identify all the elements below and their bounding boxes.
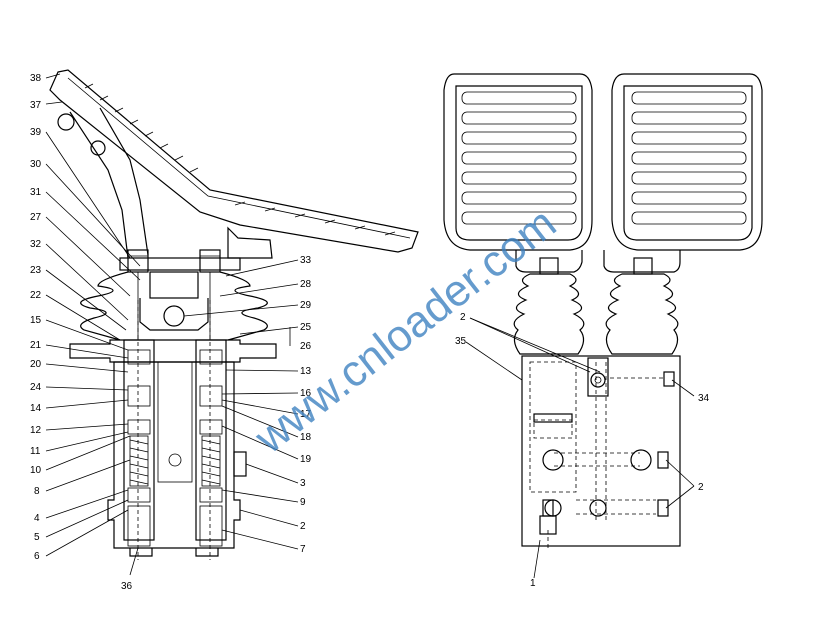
callout-front-2-top: 2 [460, 312, 466, 323]
callout-36: 36 [121, 581, 133, 592]
callout-27: 27 [30, 212, 42, 223]
callout-18: 18 [300, 432, 312, 443]
pedal-plate [49, 69, 419, 253]
screw-right [199, 249, 221, 273]
callout-4: 4 [34, 513, 40, 524]
callout-1: 1 [530, 578, 536, 589]
callout-7: 7 [300, 544, 306, 555]
front-bellows-right [605, 273, 679, 355]
bellows-right [219, 271, 268, 341]
callout-3: 3 [300, 478, 306, 489]
callout-labels: 38 37 39 30 31 27 32 23 22 15 21 20 24 1… [30, 73, 710, 592]
callout-16: 16 [300, 388, 312, 399]
section-view [45, 69, 419, 576]
callout-31: 31 [30, 187, 42, 198]
callout-32: 32 [30, 239, 42, 250]
callout-2: 2 [300, 521, 306, 532]
callout-35: 35 [455, 336, 467, 347]
right-leaders [183, 259, 299, 550]
callout-17: 17 [300, 409, 312, 420]
callout-6: 6 [34, 551, 40, 562]
pedal-pad-right [611, 73, 763, 251]
valve-body [107, 361, 241, 549]
callout-front-2-right: 2 [698, 482, 704, 493]
pedal-tread [84, 83, 396, 236]
callout-38: 38 [30, 73, 42, 84]
callout-37: 37 [30, 100, 42, 111]
callout-39: 39 [30, 127, 42, 138]
callout-13: 13 [300, 366, 312, 377]
bore-right [195, 339, 227, 541]
callout-28: 28 [300, 279, 312, 290]
bore-left [123, 339, 155, 541]
front-view [443, 73, 763, 579]
screw-left [127, 249, 149, 273]
callout-15: 15 [30, 315, 42, 326]
pivot-hole [57, 113, 75, 131]
callout-30: 30 [30, 159, 42, 170]
callout-20: 20 [30, 359, 42, 370]
front-ports [539, 357, 675, 535]
callout-33: 33 [300, 255, 312, 266]
front-bellows-left [513, 273, 585, 355]
mounting-flange [69, 339, 277, 363]
callout-23: 23 [30, 265, 42, 276]
front-leaders [465, 317, 695, 579]
pedal-pad-left [443, 73, 593, 251]
side-port [233, 451, 247, 477]
left-leaders [45, 73, 141, 557]
front-valve-body [521, 355, 681, 547]
callout-9: 9 [300, 497, 306, 508]
cam-ball [163, 305, 185, 327]
callout-8: 8 [34, 486, 40, 497]
callout-10: 10 [30, 465, 42, 476]
callout-19: 19 [300, 454, 312, 465]
callout-29: 29 [300, 300, 312, 311]
callout-24: 24 [30, 382, 42, 393]
callout-25: 25 [300, 322, 312, 333]
callout-34: 34 [698, 393, 710, 404]
callout-12: 12 [30, 425, 42, 436]
callout-22: 22 [30, 290, 42, 301]
callout-5: 5 [34, 532, 40, 543]
callout-26: 26 [300, 341, 312, 352]
callout-21: 21 [30, 340, 42, 351]
callout-11: 11 [30, 446, 41, 457]
callout-14: 14 [30, 403, 42, 414]
